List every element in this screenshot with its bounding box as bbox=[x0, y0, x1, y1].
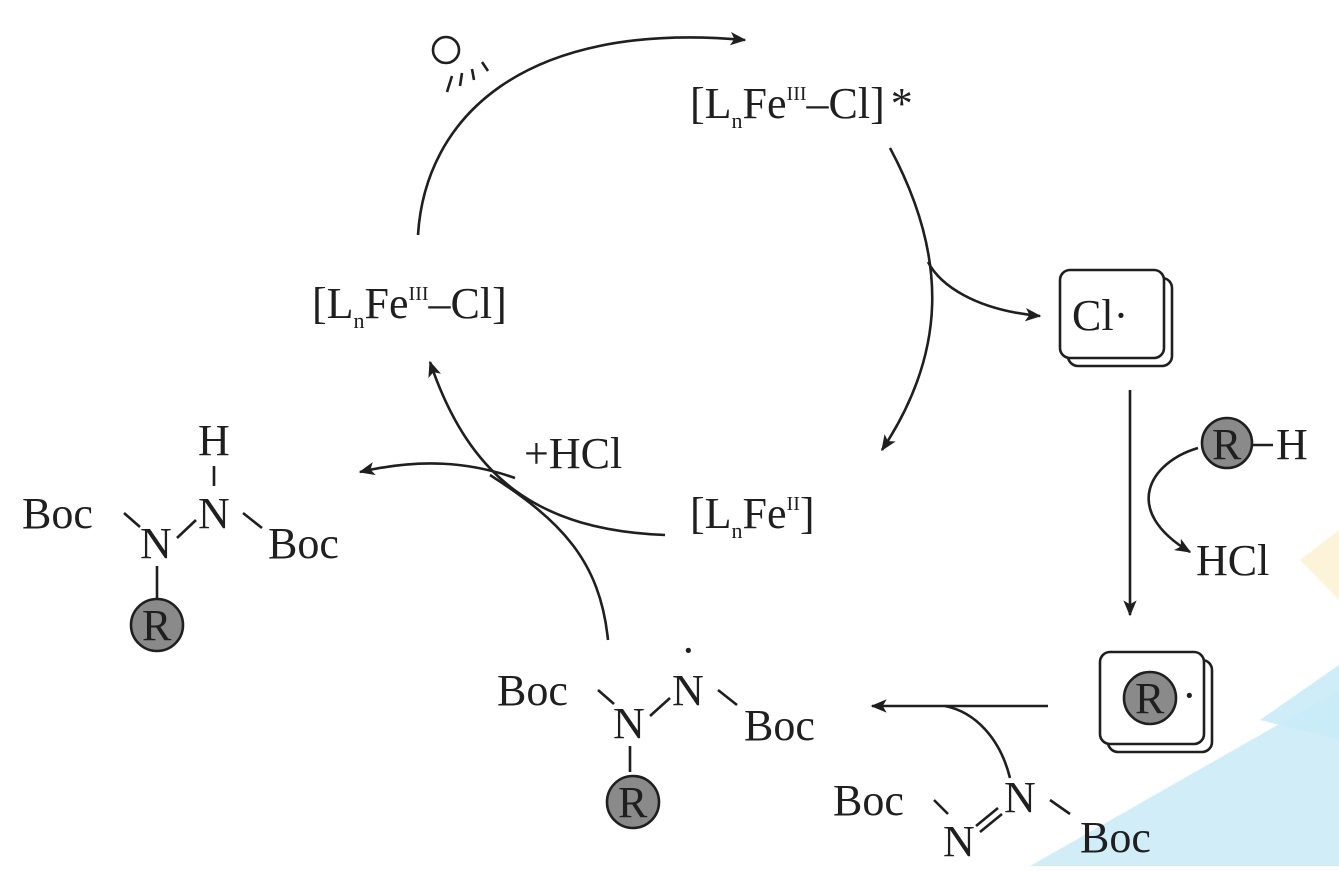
svg-text:·: · bbox=[1182, 671, 1197, 720]
light-bulb-icon bbox=[431, 35, 490, 93]
svg-text:Boc: Boc bbox=[1080, 813, 1151, 862]
fe3-excited-complex: [LnFeIII–Cl]* bbox=[690, 79, 913, 133]
svg-text:Boc: Boc bbox=[833, 776, 904, 825]
arrow-lmct-homolysis bbox=[880, 147, 934, 452]
arrow-fe2-to-fe3 bbox=[428, 360, 666, 537]
svg-text:H: H bbox=[198, 416, 230, 465]
svg-text:Boc: Boc bbox=[497, 666, 568, 715]
hcl-byproduct: HCl bbox=[1196, 536, 1269, 585]
svg-text:·: · bbox=[681, 626, 696, 675]
fe2-complex: [LnFeII] bbox=[690, 489, 815, 543]
svg-text:R: R bbox=[618, 778, 648, 827]
arrow-azo-in bbox=[944, 704, 1012, 779]
product-molecule: H Boc N N Boc R bbox=[22, 416, 339, 653]
arrow-photoexcitation bbox=[416, 32, 747, 236]
hydrazyl-radical-molecule: Boc N N · Boc R bbox=[497, 626, 815, 830]
r-radical-box: R · bbox=[1098, 650, 1214, 754]
arrow-hydrazyl-up bbox=[489, 473, 610, 641]
svg-text:[LnFeIII–Cl]: [LnFeIII–Cl] bbox=[312, 279, 507, 333]
azo-reagent-molecule: Boc N N Boc bbox=[833, 773, 1151, 866]
arrow-cl-release bbox=[926, 261, 1042, 322]
svg-text:R: R bbox=[1212, 420, 1242, 469]
svg-text:Boc: Boc bbox=[744, 701, 815, 750]
plus-hcl-label: +HCl bbox=[524, 429, 622, 478]
cl-radical-box: Cl· bbox=[1058, 268, 1174, 368]
watermark bbox=[1030, 530, 1339, 866]
svg-text:Boc: Boc bbox=[22, 489, 93, 538]
svg-text:[LnFeIII–Cl]*: [LnFeIII–Cl]* bbox=[690, 79, 913, 133]
fe3-complex: [LnFeIII–Cl] bbox=[312, 279, 507, 333]
svg-text:N: N bbox=[1004, 773, 1036, 822]
svg-text:N: N bbox=[943, 817, 975, 866]
arrow-rh-in bbox=[1147, 446, 1199, 554]
svg-text:Boc: Boc bbox=[268, 519, 339, 568]
svg-text:N: N bbox=[198, 489, 230, 538]
svg-text:Cl·: Cl· bbox=[1072, 291, 1128, 340]
svg-text:N: N bbox=[672, 666, 704, 715]
svg-text:[LnFeII]: [LnFeII] bbox=[690, 489, 815, 543]
rh-reagent: R H bbox=[1200, 416, 1308, 470]
svg-text:R: R bbox=[1135, 674, 1165, 723]
svg-text:H: H bbox=[1276, 420, 1308, 469]
arrow-to-product bbox=[358, 462, 516, 480]
svg-text:R: R bbox=[142, 601, 172, 650]
svg-text:N: N bbox=[140, 519, 172, 568]
svg-text:N: N bbox=[613, 699, 645, 748]
